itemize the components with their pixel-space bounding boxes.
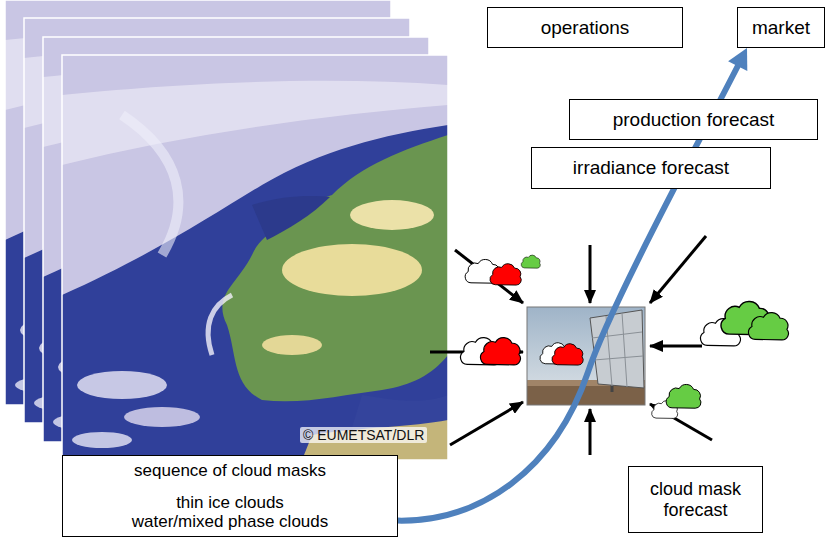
cloud-arrow bbox=[650, 345, 702, 348]
cloud-arrows bbox=[430, 236, 712, 455]
plant-photo bbox=[527, 307, 645, 405]
box-label: irradiance forecast bbox=[573, 157, 729, 179]
box-label: sequence of cloud masks bbox=[134, 461, 326, 481]
frame-edge bbox=[62, 55, 448, 460]
box-note: thin ice clouds water/mixed phase clouds bbox=[130, 493, 331, 532]
input-box: sequence of cloud masks thin ice clouds w… bbox=[62, 455, 398, 537]
photo-ground bbox=[527, 384, 645, 405]
cloud-arrow bbox=[455, 250, 523, 303]
photo-frame bbox=[527, 307, 645, 405]
cloud-arrow bbox=[589, 245, 592, 303]
box-label: cloud mask forecast bbox=[637, 479, 754, 520]
copyright-watermark: © EUMETSAT/DLR bbox=[300, 427, 427, 443]
dish-grid bbox=[592, 313, 643, 387]
clouds bbox=[461, 255, 789, 418]
water-cloud bbox=[749, 313, 789, 340]
forecast-box: production forecast bbox=[569, 99, 818, 140]
ice-cloud bbox=[490, 264, 521, 285]
forecast-box: cloud mask forecast bbox=[628, 466, 763, 533]
output-box: market bbox=[737, 7, 825, 48]
ice-cloud bbox=[552, 344, 583, 365]
satellite-frame bbox=[62, 55, 448, 460]
cloud-arrow bbox=[450, 402, 523, 445]
water-cloud bbox=[521, 255, 540, 268]
satellite-stack bbox=[5, 0, 448, 460]
output-box: operations bbox=[487, 7, 683, 48]
water-cloud bbox=[666, 384, 701, 408]
arrow-head bbox=[728, 48, 747, 71]
box-label: market bbox=[752, 17, 810, 39]
cloud-arrow bbox=[589, 409, 592, 455]
box-label: operations bbox=[541, 17, 630, 39]
ice-cloud bbox=[481, 338, 521, 365]
cloud-arrow bbox=[650, 236, 706, 303]
box-label: production forecast bbox=[613, 109, 775, 131]
forecast-box: irradiance forecast bbox=[531, 147, 771, 189]
photo-sky bbox=[527, 307, 645, 405]
